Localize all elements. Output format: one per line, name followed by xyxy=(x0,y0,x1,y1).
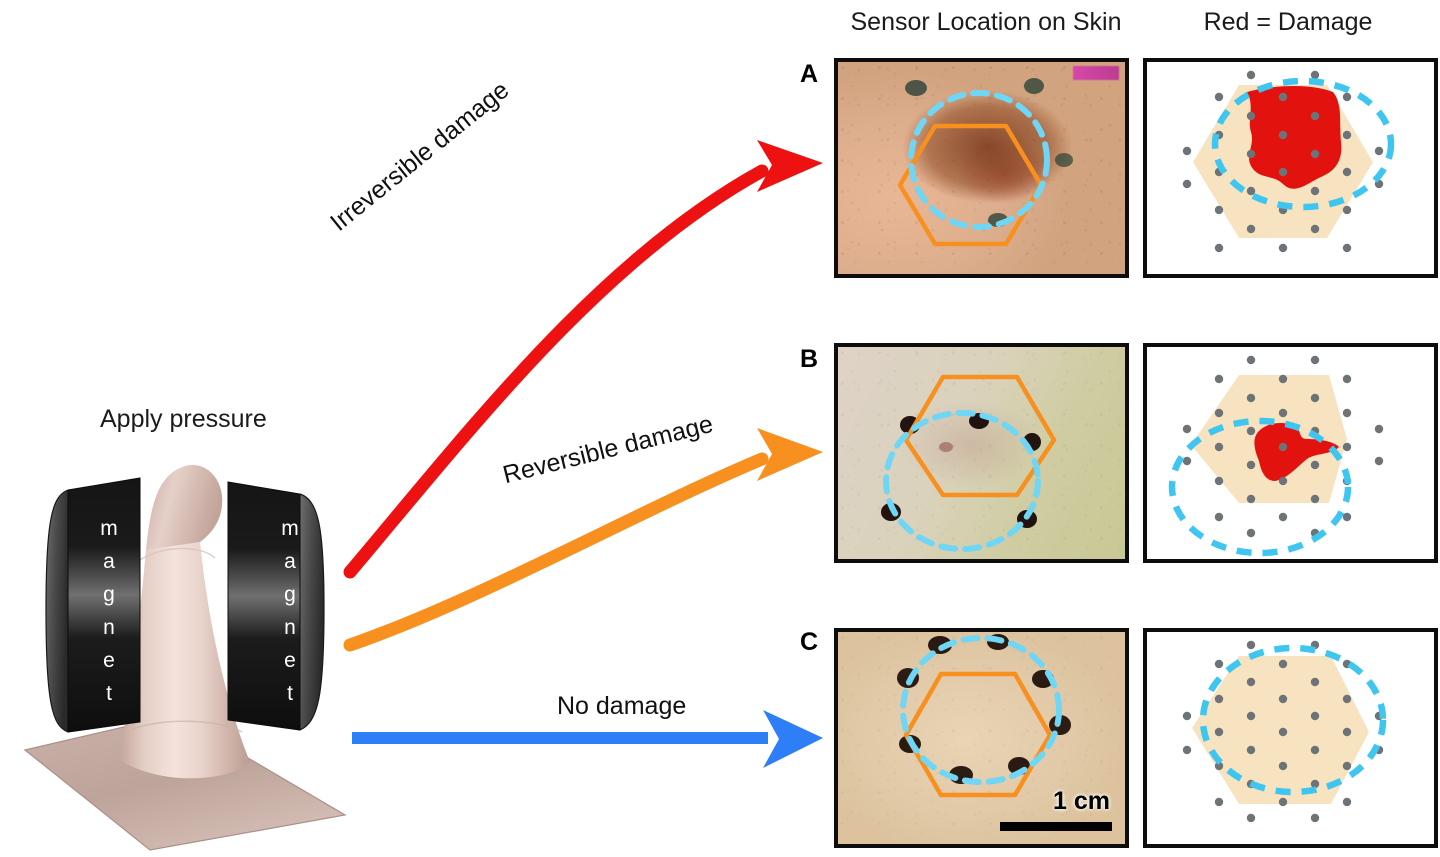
magnet-letter: n xyxy=(103,616,115,639)
panel-letter-b: B xyxy=(800,345,819,373)
panel-c-schematic xyxy=(1143,628,1438,848)
magnet-right-label: m a g n e t xyxy=(277,512,303,710)
pink-marker xyxy=(1073,66,1119,80)
panel-letter-c: C xyxy=(800,628,819,656)
sensor-dot-grid xyxy=(1182,70,1384,253)
magnet-letter: g xyxy=(103,583,115,606)
panel-a-annotations xyxy=(897,78,1073,247)
panel-c-annotations xyxy=(897,634,1071,798)
dashed-circle-a xyxy=(1211,77,1395,211)
panel-b-schematic-graphic xyxy=(1168,355,1384,557)
magnet-letter: t xyxy=(106,682,112,705)
sensor-dot-grid xyxy=(1182,355,1384,538)
skin-photo-c xyxy=(838,632,1125,844)
magnet-letter: a xyxy=(284,550,296,573)
column-header-sensor-location: Sensor Location on Skin xyxy=(850,8,1122,36)
panel-a-schematic-graphic xyxy=(1182,70,1395,253)
panel-b-annotations xyxy=(881,374,1057,552)
magnet-letter: e xyxy=(103,649,115,672)
panel-letter-a: A xyxy=(800,60,819,88)
magnet-letter: e xyxy=(284,649,296,672)
damage-region-a xyxy=(1247,86,1342,189)
arrow-label-irreversible: Irreversible damage xyxy=(325,75,515,237)
dashed-circle-c xyxy=(1199,644,1387,796)
panel-a-schematic xyxy=(1143,58,1438,278)
magnet-letter: m xyxy=(281,517,299,540)
apply-pressure-label: Apply pressure xyxy=(100,405,267,433)
skin-texture xyxy=(838,632,1125,844)
panel-c-photo: 1 cm xyxy=(834,628,1129,848)
arrow-irreversible xyxy=(343,140,823,579)
sensor-dot-grid xyxy=(1182,640,1384,823)
skin-photo-b xyxy=(838,347,1125,559)
panel-a-photo xyxy=(834,58,1129,278)
panel-c-schematic-graphic xyxy=(1182,640,1387,823)
magnet-letter: n xyxy=(284,616,296,639)
magnet-letter: t xyxy=(287,682,293,705)
panel-b-photo xyxy=(834,343,1129,563)
magnet-apparatus-illustration xyxy=(23,465,347,851)
skin-texture xyxy=(838,62,1125,274)
arrow-label-no-damage: No damage xyxy=(557,692,687,720)
skin-texture xyxy=(838,347,1125,559)
panel-b-schematic xyxy=(1143,343,1438,563)
column-header-red-damage: Red = Damage xyxy=(1203,8,1373,36)
magnet-left-label: m a g n e t xyxy=(96,512,122,710)
magnet-right xyxy=(227,481,325,731)
scale-bar-label: 1 cm xyxy=(1053,787,1110,815)
magnet-letter: m xyxy=(100,517,118,540)
arrow-label-reversible: Reversible damage xyxy=(500,409,716,490)
magnet-letter: g xyxy=(284,583,296,606)
scale-bar xyxy=(1000,822,1112,831)
magnet-letter: a xyxy=(103,550,115,573)
magnet-left xyxy=(45,477,141,733)
damage-region-b xyxy=(1254,423,1339,481)
skin-photo-a xyxy=(838,62,1125,274)
dashed-circle-b xyxy=(1168,417,1352,557)
